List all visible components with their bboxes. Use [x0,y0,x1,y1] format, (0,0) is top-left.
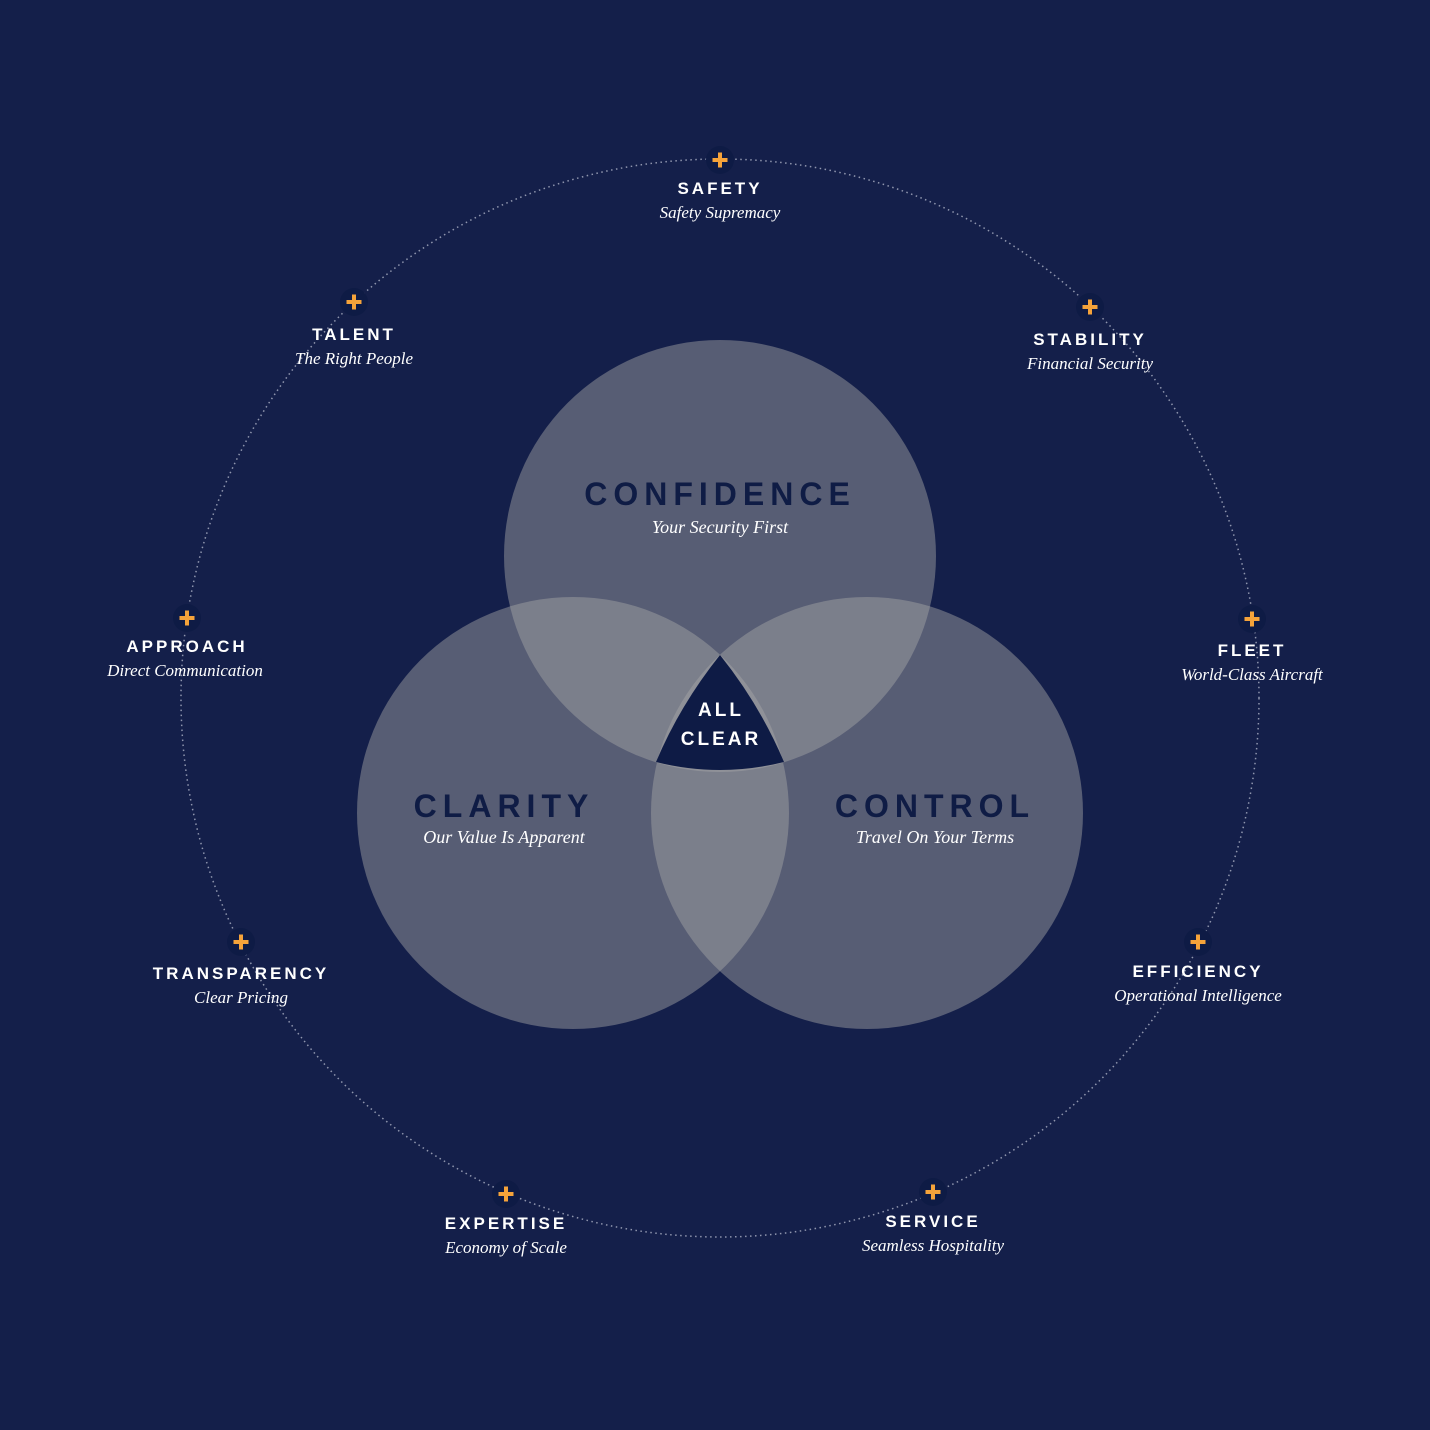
node-title: TRANSPARENCY [153,964,329,983]
circle-label-control: CONTROL Travel On Your Terms [835,788,1035,847]
circle-label-confidence: CONFIDENCE Your Security First [584,476,856,537]
all-clear-center-region [656,655,784,770]
ring-node-safety: SAFETY Safety Supremacy [660,146,781,222]
venn-circle-clarity [357,597,789,1029]
circle-title: CLARITY [414,788,595,824]
node-title: SAFETY [677,179,762,198]
circle-subtitle: Travel On Your Terms [856,827,1014,847]
circle-subtitle: Your Security First [652,517,789,537]
node-subtitle: Seamless Hospitality [862,1236,1005,1255]
plus-icon [179,610,195,626]
plus-icon [498,1186,514,1202]
circle-subtitle: Our Value Is Apparent [423,827,585,847]
venn-circle-control [651,597,1083,1029]
node-subtitle: World-Class Aircraft [1181,665,1324,684]
plus-icon [925,1184,941,1200]
circle-title: CONTROL [835,788,1035,824]
node-title: FLEET [1218,641,1287,660]
venn-circles [357,340,1083,1029]
node-title: EXPERTISE [445,1214,567,1233]
node-title: APPROACH [126,637,247,656]
ring-node-fleet: FLEET World-Class Aircraft [1181,605,1324,684]
node-title: STABILITY [1033,330,1147,349]
circle-label-clarity: CLARITY Our Value Is Apparent [414,788,595,847]
ring-node-expertise: EXPERTISE Economy of Scale [444,1180,567,1257]
plus-icon [1190,934,1206,950]
ring-node-efficiency: EFFICIENCY Operational Intelligence [1114,928,1282,1005]
node-subtitle: Financial Security [1026,354,1154,373]
ring-node-stability: STABILITY Financial Security [1026,293,1154,373]
node-subtitle: Operational Intelligence [1114,986,1282,1005]
plus-icon [1082,299,1098,315]
node-subtitle: Economy of Scale [444,1238,567,1257]
plus-icon [712,152,728,168]
ring-node-approach: APPROACH Direct Communication [106,604,263,680]
ring-node-service: SERVICE Seamless Hospitality [862,1178,1005,1255]
node-subtitle: The Right People [295,349,413,368]
center-label: ALL CLEAR [681,700,761,750]
node-title: TALENT [312,325,396,344]
node-title: SERVICE [885,1212,980,1231]
plus-icon [233,934,249,950]
circle-title: CONFIDENCE [584,476,856,512]
ring-node-transparency: TRANSPARENCY Clear Pricing [153,928,329,1007]
venn-circle-confidence [504,340,936,772]
plus-icon [1244,611,1260,627]
node-subtitle: Safety Supremacy [660,203,781,222]
node-subtitle: Clear Pricing [194,988,288,1007]
node-title: EFFICIENCY [1132,962,1263,981]
node-subtitle: Direct Communication [106,661,263,680]
outer-dotted-ring [180,158,1260,1238]
plus-icon [346,294,362,310]
center-label-line2: CLEAR [681,729,761,750]
ring-node-talent: TALENT The Right People [295,288,413,368]
center-label-line1: ALL [698,700,744,721]
